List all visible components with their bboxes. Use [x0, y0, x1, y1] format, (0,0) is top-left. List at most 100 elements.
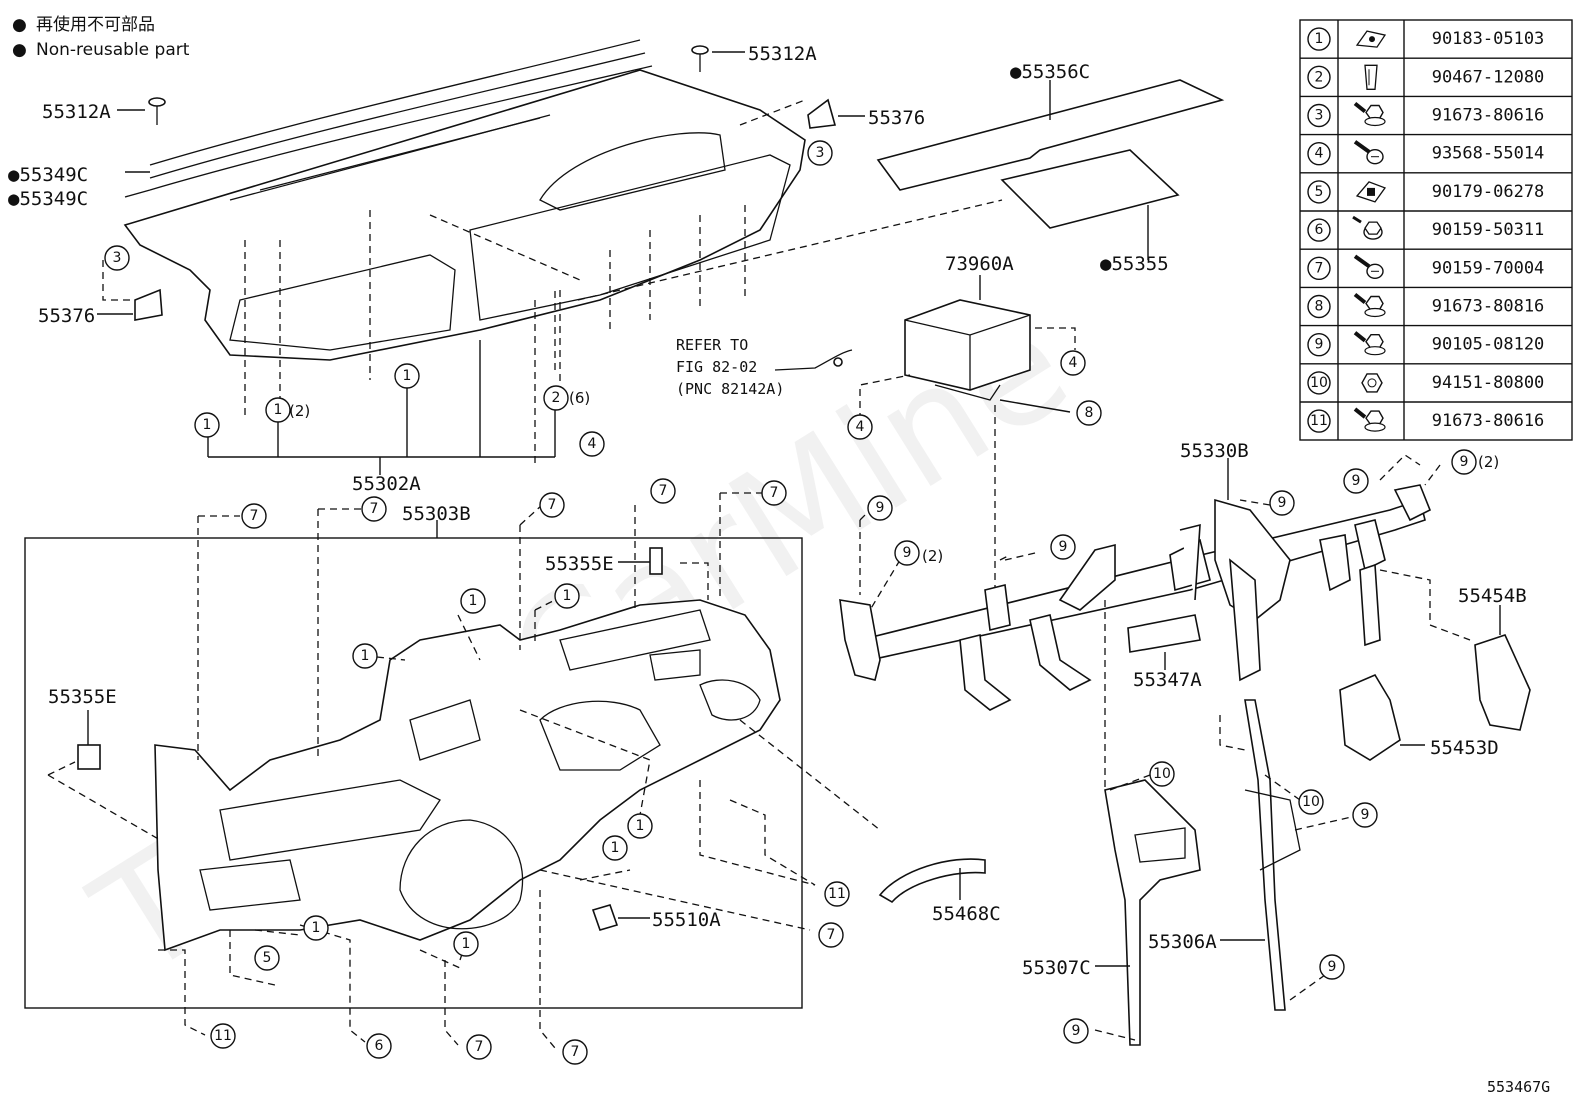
callout-number: 10	[1153, 766, 1171, 782]
callout-number: 9	[1059, 539, 1068, 555]
hex-nut-icon	[1361, 373, 1383, 393]
label-55376-right: 55376	[868, 107, 925, 129]
refer-line-2: FIG 82-02	[676, 358, 757, 376]
table-row-number-circle	[1307, 180, 1331, 204]
push-clip-icon	[1364, 64, 1378, 90]
table-row-part-number: 91673-80816	[1432, 297, 1545, 317]
callout-number: 7	[548, 497, 557, 513]
callout-circle	[1298, 789, 1324, 815]
callout-circle	[1319, 954, 1345, 980]
table-row-number: 9	[1315, 337, 1324, 353]
callout-number: 9	[1072, 1023, 1081, 1039]
table-row-part-number: 94151-80800	[1432, 373, 1545, 393]
callout-number: 7	[250, 508, 259, 524]
part-55468c	[878, 858, 986, 904]
clip-55312a-left	[117, 97, 166, 125]
callout-circle	[1269, 490, 1295, 516]
label-55306a: 55306A	[1148, 931, 1217, 953]
callout-circle	[104, 245, 130, 271]
callout-number: 11	[214, 1028, 232, 1044]
callout-circle	[562, 1039, 588, 1065]
label-55312a-left: 55312A	[42, 101, 111, 123]
label-73960a: 73960A	[945, 253, 1014, 275]
label-55349c-2: ●55349C	[8, 188, 88, 210]
flange-bolt-icon	[1353, 331, 1386, 356]
table-row-number-circle	[1307, 65, 1331, 90]
callout-circle	[627, 813, 653, 839]
legend-line-en: Non-reusable part	[36, 40, 190, 60]
callout-circle	[1149, 761, 1175, 787]
dashboard-panel	[123, 39, 806, 475]
table-row-number-circle	[1307, 103, 1331, 128]
callout-circle	[554, 583, 580, 609]
callout-circle	[466, 1034, 492, 1060]
legend: ● 再使用不可部品 ● Non-reusable part	[12, 14, 190, 60]
legend-bullet-1: ●	[12, 15, 27, 35]
callout-circle	[1050, 534, 1076, 560]
callout-number: 9	[1460, 454, 1469, 470]
callout-circle	[394, 363, 420, 389]
callout-circle	[1343, 468, 1369, 494]
table-row-part-number: 90159-50311	[1432, 220, 1545, 240]
box-55303b	[24, 537, 803, 1009]
callout-circle	[265, 397, 291, 423]
callout-circle	[824, 881, 850, 907]
washer-bolt-icon	[1352, 215, 1383, 240]
table-row-part-number: 91673-80616	[1432, 106, 1545, 126]
label-55349c-1: ●55349C	[8, 164, 88, 186]
label-55468c: 55468C	[932, 903, 1001, 925]
callout-circle	[303, 915, 329, 941]
table-row-number: 1	[1315, 31, 1324, 47]
label-55355e-left: 55355E	[48, 686, 117, 708]
figure-code: 553467G	[1487, 1078, 1550, 1096]
table-row-part-number: 90105-08120	[1432, 335, 1545, 355]
callout-circle	[761, 480, 787, 506]
refer-line-1: REFER TO	[676, 336, 748, 354]
steering-support-beam	[839, 454, 1531, 1046]
label-55330b: 55330B	[1180, 440, 1249, 462]
callout-circle	[539, 492, 565, 518]
qty-1-2: (2)	[289, 402, 310, 420]
callout-circle	[361, 496, 387, 522]
callout-number: 7	[475, 1039, 484, 1055]
callout-number: 1	[462, 936, 471, 952]
callout-circle	[194, 412, 220, 438]
callout-number: 3	[816, 145, 825, 161]
pad-55355e-left	[77, 710, 101, 770]
label-55356c: ●55356C	[1010, 61, 1090, 83]
table-row-number-circle	[1307, 141, 1331, 166]
callout-number: 1	[312, 920, 321, 936]
legend-line-ja: 再使用不可部品	[36, 14, 155, 35]
table-row-part-number: 91673-80616	[1432, 411, 1545, 431]
flange-bolt-icon	[1353, 407, 1386, 432]
callout-number: 3	[113, 250, 122, 266]
callout-number: 1	[403, 368, 412, 384]
callout-circle	[254, 945, 280, 971]
table-row-number: 3	[1315, 108, 1324, 124]
table-row-number: 2	[1315, 69, 1324, 85]
callout-circle	[867, 495, 893, 521]
callout-circle	[241, 503, 267, 529]
callout-number: 7	[571, 1044, 580, 1060]
pad-55355e-top	[618, 547, 663, 575]
callout-circle	[579, 431, 605, 457]
label-55453d: 55453D	[1430, 737, 1499, 759]
table-row-part-number: 93568-55014	[1432, 144, 1545, 164]
module-73960a	[774, 275, 1076, 600]
table-row-number-circle	[1307, 294, 1331, 319]
label-55302a: 55302A	[352, 473, 421, 495]
u-nut-icon	[1355, 181, 1387, 203]
callout-number: 1	[611, 840, 620, 856]
clip-55312a-top	[691, 45, 745, 72]
table-row-number-circle	[1307, 27, 1331, 51]
callout-number: 4	[856, 419, 865, 435]
table-row-number: 10	[1310, 375, 1328, 391]
callout-number: 7	[827, 927, 836, 943]
table-row-part-number: 90179-06278	[1432, 182, 1545, 202]
instrument-panel-reinforcement	[154, 599, 781, 952]
table-row-part-number: 90183-05103	[1432, 29, 1545, 49]
callout-circle	[453, 931, 479, 957]
callout-circle	[1451, 449, 1477, 475]
label-55347a: 55347A	[1133, 669, 1202, 691]
